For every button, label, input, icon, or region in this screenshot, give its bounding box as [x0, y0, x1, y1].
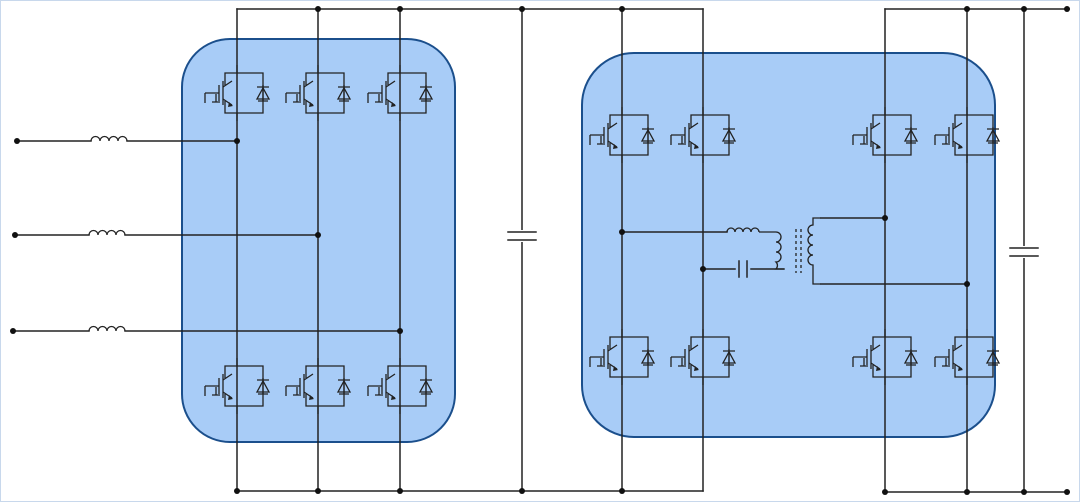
- node-dot-icon: [397, 328, 403, 334]
- node-dot-icon: [619, 488, 625, 494]
- igbt-switch-icon: [285, 65, 352, 121]
- node-dot-icon: [964, 489, 970, 495]
- node-dot-icon: [882, 215, 888, 221]
- igbt-switch-icon: [589, 329, 656, 385]
- diode-icon: [255, 378, 271, 395]
- diode-icon: [721, 349, 737, 366]
- node-dot-icon: [619, 229, 625, 235]
- passive-components: [88, 135, 1039, 332]
- igbt-switch-icon: [934, 107, 1001, 163]
- capacitor-icon: [1009, 246, 1039, 258]
- igbt-switch-icon: [285, 358, 352, 414]
- diode-icon: [640, 349, 656, 366]
- node-dot-icon: [315, 232, 321, 238]
- series-inductor-icon: [726, 227, 760, 233]
- igbt-switch-icon: [589, 107, 656, 163]
- node-dot-icon: [1021, 489, 1027, 495]
- node-dot-icon: [964, 6, 970, 12]
- igbt-switch-icon: [670, 329, 737, 385]
- node-dot-icon: [397, 6, 403, 12]
- node-dot-icon: [12, 232, 18, 238]
- node-dot-icon: [10, 328, 16, 334]
- igbt-switch-icon: [367, 65, 434, 121]
- semiconductor-switches: [204, 65, 1001, 414]
- diode-icon: [336, 85, 352, 102]
- inductor-icon: [88, 229, 126, 236]
- diode-icon: [903, 127, 919, 144]
- diode-icon: [418, 85, 434, 102]
- diode-icon: [985, 127, 1001, 144]
- transformer-icon: [759, 217, 821, 285]
- node-dot-icon: [1021, 6, 1027, 12]
- node-dot-icon: [1064, 489, 1070, 495]
- diode-icon: [640, 127, 656, 144]
- series-capacitor-icon: [738, 260, 748, 278]
- node-dot-icon: [397, 488, 403, 494]
- diode-icon: [418, 378, 434, 395]
- diode-icon: [336, 378, 352, 395]
- node-dot-icon: [14, 138, 20, 144]
- diode-icon: [721, 127, 737, 144]
- igbt-switch-icon: [204, 65, 271, 121]
- node-dot-icon: [964, 281, 970, 287]
- node-dot-icon: [315, 488, 321, 494]
- junction-dots: [10, 6, 1070, 495]
- inductor-icon: [90, 135, 128, 142]
- node-dot-icon: [700, 266, 706, 272]
- diode-icon: [255, 85, 271, 102]
- node-dot-icon: [1064, 6, 1070, 12]
- igbt-switch-icon: [852, 329, 919, 385]
- node-dot-icon: [315, 6, 321, 12]
- node-dot-icon: [234, 138, 240, 144]
- dual-active-bridge-block: [581, 52, 996, 438]
- igbt-switch-icon: [367, 358, 434, 414]
- node-dot-icon: [882, 489, 888, 495]
- node-dot-icon: [619, 6, 625, 12]
- capacitor-icon: [507, 230, 537, 242]
- node-dot-icon: [519, 6, 525, 12]
- inductor-icon: [88, 325, 126, 332]
- node-dot-icon: [519, 488, 525, 494]
- ac-input-wires: [12, 140, 401, 332]
- diode-icon: [985, 349, 1001, 366]
- igbt-switch-icon: [204, 358, 271, 414]
- igbt-switch-icon: [670, 107, 737, 163]
- igbt-switch-icon: [852, 107, 919, 163]
- igbt-switch-icon: [934, 329, 1001, 385]
- diode-icon: [903, 349, 919, 366]
- node-dot-icon: [234, 488, 240, 494]
